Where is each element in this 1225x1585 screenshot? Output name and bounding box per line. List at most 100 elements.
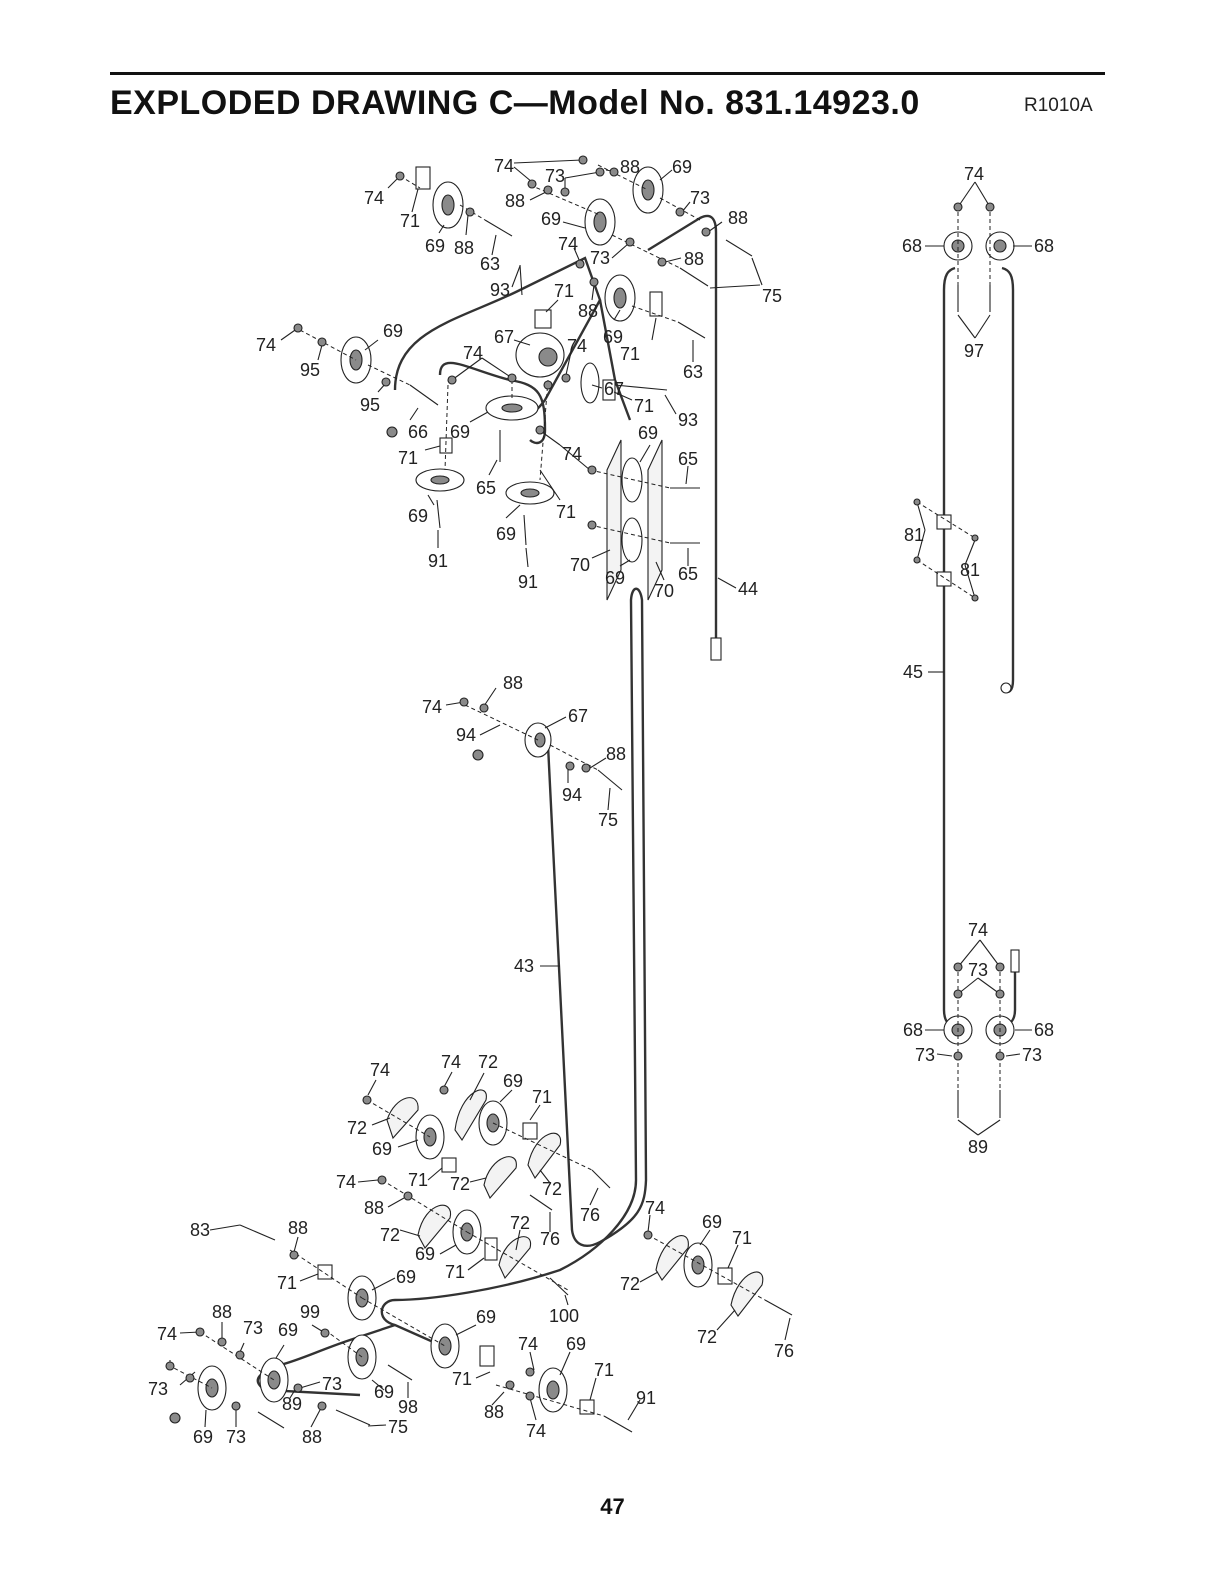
pulleys <box>197 166 1015 1413</box>
callout: 74 <box>336 1172 356 1192</box>
callout: 88 <box>620 157 640 177</box>
callout: 89 <box>968 1137 988 1157</box>
callout: 72 <box>697 1327 717 1347</box>
callout: 74 <box>364 188 384 208</box>
callout: 81 <box>960 560 980 580</box>
callout: 69 <box>638 423 658 443</box>
callout: 69 <box>605 568 625 588</box>
plates <box>317 166 1020 1415</box>
callout: 75 <box>598 810 618 830</box>
callout: 95 <box>360 395 380 415</box>
callout: 69 <box>372 1139 392 1159</box>
callout: 76 <box>580 1205 600 1225</box>
callout: 69 <box>383 321 403 341</box>
callout: 74 <box>463 343 483 363</box>
page-title: EXPLODED DRAWING C—Model No. 831.14923.0 <box>110 84 920 122</box>
callout: 99 <box>300 1302 320 1322</box>
callout: 74 <box>422 697 442 717</box>
callout: 71 <box>620 344 640 364</box>
callout: 93 <box>678 410 698 430</box>
callout: 68 <box>1034 236 1054 256</box>
callout: 69 <box>396 1267 416 1287</box>
callout: 73 <box>243 1318 263 1338</box>
callout: 68 <box>1034 1020 1054 1040</box>
callout: 71 <box>556 502 576 522</box>
callout: 91 <box>428 551 448 571</box>
callout: 74 <box>494 156 514 176</box>
callout: 71 <box>277 1273 297 1293</box>
callout: 88 <box>505 191 525 211</box>
callout: 68 <box>902 236 922 256</box>
callout: 67 <box>494 327 514 347</box>
callout: 88 <box>454 238 474 258</box>
callout: 73 <box>322 1374 342 1394</box>
callout: 69 <box>566 1334 586 1354</box>
callout: 65 <box>476 478 496 498</box>
callout: 74 <box>518 1334 538 1354</box>
callout: 89 <box>282 1394 302 1414</box>
callout: 68 <box>903 1020 923 1040</box>
callout: 69 <box>496 524 516 544</box>
callout: 69 <box>672 157 692 177</box>
callout: 63 <box>683 362 703 382</box>
callout: 70 <box>570 555 590 575</box>
callout: 73 <box>1022 1045 1042 1065</box>
callout: 67 <box>604 379 624 399</box>
callout: 65 <box>678 564 698 584</box>
page-number: 47 <box>600 1494 625 1519</box>
callout: 74 <box>562 444 582 464</box>
pulley <box>621 517 643 563</box>
callout: 74 <box>968 920 988 940</box>
callout: 71 <box>634 396 654 416</box>
bolts <box>239 219 1001 1433</box>
callout: 93 <box>490 280 510 300</box>
callout: 69 <box>415 1244 435 1264</box>
callout: 73 <box>915 1045 935 1065</box>
callout: 71 <box>398 448 418 468</box>
callout: 74 <box>256 335 276 355</box>
callout: 71 <box>732 1228 752 1248</box>
callout: 98 <box>398 1397 418 1417</box>
pulley <box>580 362 600 404</box>
callout: 88 <box>212 1302 232 1322</box>
callout: 69 <box>193 1427 213 1447</box>
callout: 72 <box>380 1225 400 1245</box>
callout: 69 <box>450 422 470 442</box>
callout: 72 <box>478 1052 498 1072</box>
callout: 69 <box>603 327 623 347</box>
callout: 91 <box>636 1388 656 1408</box>
callout: 72 <box>347 1118 367 1138</box>
callout: 74 <box>157 1324 177 1344</box>
callout: 65 <box>678 449 698 469</box>
callout: 74 <box>567 336 587 356</box>
callout: 71 <box>532 1087 552 1107</box>
callout: 100 <box>549 1306 579 1326</box>
drawing-code: R1010A <box>1024 95 1093 116</box>
callout: 91 <box>518 572 538 592</box>
callout: 75 <box>388 1417 408 1437</box>
callout: 73 <box>226 1427 246 1447</box>
callout: 74 <box>558 234 578 254</box>
callout: 88 <box>484 1402 504 1422</box>
callout: 69 <box>374 1382 394 1402</box>
callout: 69 <box>541 209 561 229</box>
callout: 73 <box>690 188 710 208</box>
callout: 69 <box>408 506 428 526</box>
pulley <box>621 457 643 503</box>
callout: 74 <box>370 1060 390 1080</box>
callout: 44 <box>738 579 758 599</box>
leader-lines <box>169 159 1032 1428</box>
callout: 74 <box>964 164 984 184</box>
callout: 69 <box>503 1071 523 1091</box>
callout: 75 <box>762 286 782 306</box>
callout: 88 <box>728 208 748 228</box>
callout: 63 <box>480 254 500 274</box>
callout: 95 <box>300 360 320 380</box>
callout: 83 <box>190 1220 210 1240</box>
callout: 73 <box>968 960 988 980</box>
callout: 72 <box>510 1213 530 1233</box>
callout: 94 <box>562 785 582 805</box>
callout: 70 <box>654 581 674 601</box>
callout: 73 <box>148 1379 168 1399</box>
